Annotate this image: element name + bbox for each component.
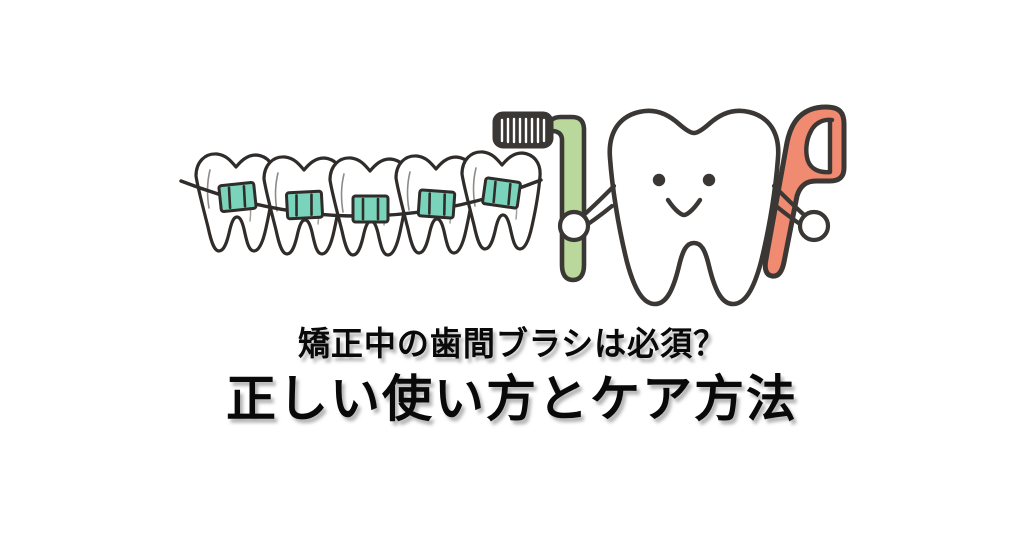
- bracket-1: [217, 180, 258, 214]
- floss-pick-fork-inner: [804, 117, 835, 175]
- title-block: 矯正中の歯間ブラシは必須？ 正しい使い方とケア方法: [0, 322, 1024, 430]
- bracket-5: [481, 176, 522, 210]
- title-main: 正しい使い方とケア方法: [226, 370, 798, 428]
- left-eye: [652, 173, 666, 187]
- title-subtitle: 矯正中の歯間ブラシは必須？: [297, 324, 727, 363]
- bracket-2: [284, 189, 325, 221]
- mouth-smile: [665, 197, 703, 218]
- tooth-character-face: [652, 173, 716, 218]
- interdental-brush-head: [492, 111, 554, 149]
- tooth-character-right-hand: [797, 209, 831, 243]
- floss-pick: [762, 104, 847, 279]
- bracket-4: [416, 188, 457, 220]
- dental-illustration: [179, 104, 847, 307]
- braces-teeth-row: [179, 150, 543, 257]
- smiling-tooth-character: [557, 108, 831, 307]
- tooth-character-left-hand: [557, 209, 591, 243]
- bracket-3: [351, 194, 390, 224]
- right-eye: [702, 173, 716, 187]
- interdental-brush-handle: [545, 114, 587, 283]
